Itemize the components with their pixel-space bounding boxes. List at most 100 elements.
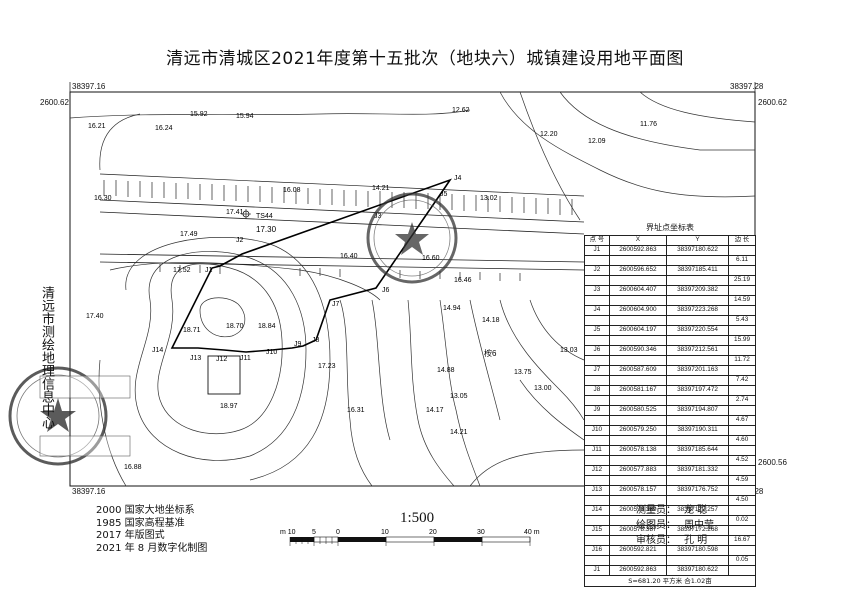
table-cell-len: [728, 245, 756, 256]
table-cell-len: [728, 425, 756, 436]
table-cell-x: [608, 355, 667, 366]
table-cell-pt: J3: [584, 285, 610, 296]
spot-height: 16.30: [94, 195, 112, 202]
point-label-j14: J14: [152, 347, 163, 354]
scale-bar: m 10 5 0 10 20 30 40 m: [280, 529, 540, 546]
spot-height: 18.97: [220, 403, 238, 410]
surveyor-label: 测量员：: [636, 505, 676, 516]
table-cell-pt: [584, 455, 610, 466]
table-cell-len: [728, 525, 756, 536]
drafter-label: 绘图员：: [636, 520, 676, 531]
table-cell-y: 38397185.644: [665, 445, 730, 456]
spot-height: 18.84: [258, 323, 276, 330]
table-cell-y: 38397180.622: [665, 245, 730, 256]
building: [207, 355, 241, 395]
col-x: X: [608, 235, 667, 246]
table-cell-x: 2600581.167: [608, 385, 667, 396]
table-cell-pt: [584, 535, 610, 546]
table-cell-y: [665, 355, 730, 366]
table-cell-y: 38397180.622: [665, 565, 730, 576]
spot-height: 17.23: [318, 363, 336, 370]
table-cell-x: 2600580.525: [608, 405, 667, 416]
table-cell-y: 38397181.332: [665, 465, 730, 476]
table-cell-len: 14.59: [728, 295, 756, 306]
table-cell-pt: J13: [584, 485, 610, 496]
table-cell-len: [728, 285, 756, 296]
table-row: 14.59: [584, 295, 756, 306]
scale-tick-10: 10: [381, 529, 389, 536]
table-cell-pt: [584, 375, 610, 386]
table-cell-x: [608, 335, 667, 346]
spot-height: 18.70: [226, 323, 244, 330]
table-cell-pt: J9: [584, 405, 610, 416]
table-cell-pt: J1: [584, 245, 610, 256]
corner-top-right-x: 38397.28: [730, 82, 764, 91]
spot-height: 16.31: [347, 407, 365, 414]
table-cell-y: [665, 315, 730, 326]
table-row: 4.60: [584, 435, 756, 446]
spot-height: 14.88: [437, 367, 455, 374]
table-cell-y: 38397185.411: [665, 265, 730, 276]
table-cell-pt: J7: [584, 365, 610, 376]
spot-height: 15.94: [236, 113, 254, 120]
spot-height: 16.08: [283, 187, 301, 194]
table-cell-y: 38397197.472: [665, 385, 730, 396]
table-cell-x: 2600579.250: [608, 425, 667, 436]
spot-height: 13.75: [514, 369, 532, 376]
table-cell-x: 2600590.346: [608, 345, 667, 356]
table-cell-pt: [584, 475, 610, 486]
point-label-j3: J3: [374, 213, 382, 220]
point-label-j6: J6: [382, 287, 390, 294]
road: [99, 199, 585, 271]
table-cell-pt: [584, 555, 610, 566]
stamp-seal-center: [366, 192, 458, 284]
table-cell-pt: J10: [584, 425, 610, 436]
table-cell-y: 38397220.554: [665, 325, 730, 336]
checker-label: 审核员：: [636, 535, 676, 546]
spot-height: 13.05: [450, 393, 468, 400]
corner-bottom-right-y: 2600.56: [758, 458, 787, 467]
table-cell-y: [665, 295, 730, 306]
table-cell-len: [728, 405, 756, 416]
spot-height: 14.18: [482, 317, 500, 324]
table-cell-len: 5.43: [728, 315, 756, 326]
table-cell-pt: [584, 515, 610, 526]
table-cell-len: 4.52: [728, 455, 756, 466]
table-cell-y: 38397194.807: [665, 405, 730, 416]
col-length: 边 长: [728, 235, 756, 246]
table-cell-x: 2600578.157: [608, 485, 667, 496]
scale-tick-5: 5: [312, 529, 316, 536]
survey-station-label: TS44: [256, 213, 273, 220]
spot-height: 17.52: [173, 267, 191, 274]
spot-height: 16.21: [88, 123, 106, 130]
table-cell-y: [665, 435, 730, 446]
table-cell-y: 38397201.163: [665, 365, 730, 376]
col-point: 点 号: [584, 235, 610, 246]
table-cell-y: [665, 415, 730, 426]
table-cell-len: [728, 305, 756, 316]
point-label-j11: J11: [240, 355, 251, 362]
spot-height: 16.88: [124, 464, 142, 471]
point-label-j5: J5: [440, 191, 448, 198]
point-label-j13: J13: [190, 355, 201, 362]
point-label-j8: J8: [312, 337, 320, 344]
boundary-point-labels: J1 J2 J3 J4 J5 J6 J7 J8 J9 J10 J11 J12 J…: [152, 175, 462, 363]
legend-symbol-edition: 2017 年版图式: [96, 530, 165, 541]
table-cell-pt: [584, 295, 610, 306]
table-cell-len: [728, 385, 756, 396]
table-cell-len: [728, 545, 756, 556]
corner-top-right-y: 2600.62: [758, 98, 787, 107]
table-row: 11.72: [584, 355, 756, 366]
table-cell-len: [728, 565, 756, 576]
signers-block: 测量员：龙 聪 绘图员：周中莹 审核员：孔 明: [636, 503, 714, 548]
table-cell-len: 4.67: [728, 415, 756, 426]
table-cell-pt: J4: [584, 305, 610, 316]
table-cell-x: [608, 475, 667, 486]
